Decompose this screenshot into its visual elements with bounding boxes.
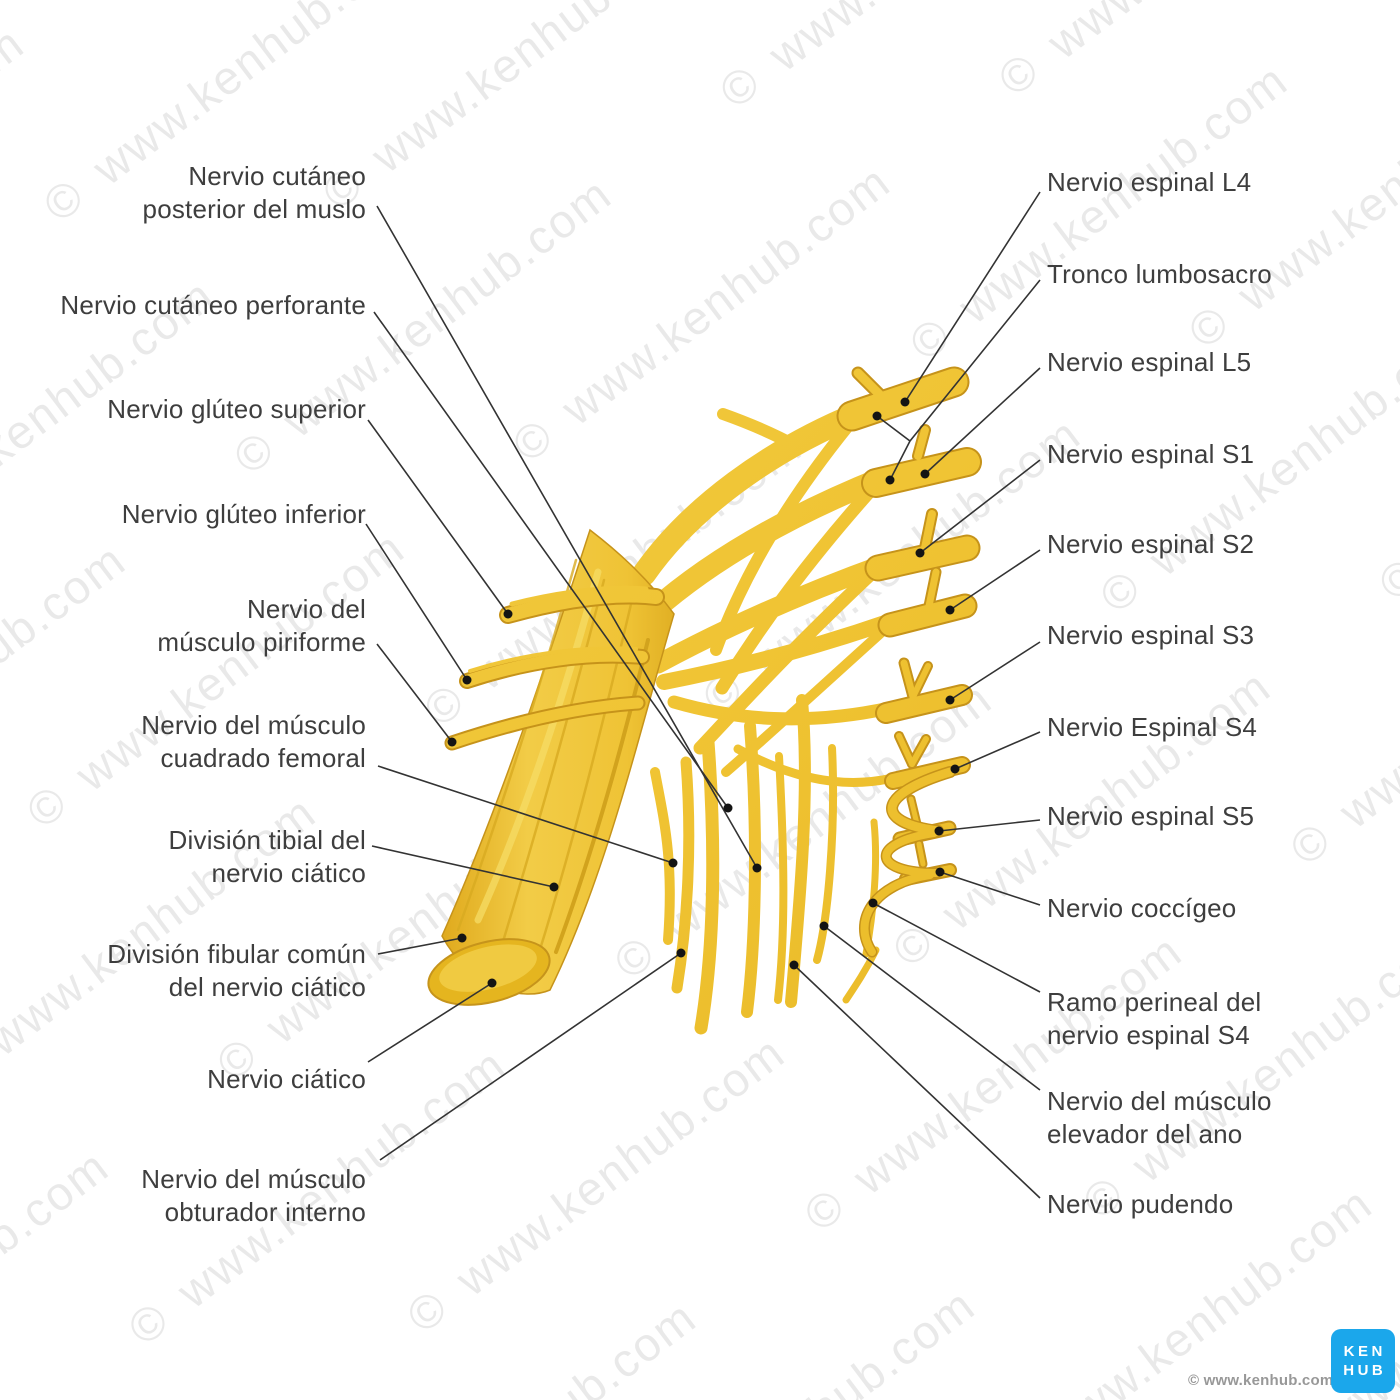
- label-elevador-ano: Nervio del músculo elevador del ano: [1047, 1086, 1272, 1149]
- leader-dots: [447, 397, 960, 988]
- leader-lines-group: [365, 191, 1041, 1199]
- copyright-text: © www.kenhub.com: [1188, 1372, 1334, 1389]
- nerve-root-s1: [866, 536, 979, 580]
- nerve-obturator-internus: [671, 756, 695, 994]
- label-cutaneo-posterior-muslo: Nervio cutáneo posterior del muslo: [142, 161, 366, 224]
- label-espinal-s3: Nervio espinal S3: [1047, 620, 1255, 650]
- sciatic-trunk: [441, 528, 675, 995]
- spinal-roots: [836, 366, 982, 958]
- label-espinal-s2: Nervio espinal S2: [1047, 529, 1255, 559]
- kenhub-logo-line1: KEN: [1343, 1343, 1386, 1360]
- label-espinal-l5: Nervio espinal L5: [1047, 347, 1252, 377]
- nerve-posterior-cutaneous: [741, 720, 762, 1018]
- label-espinal-l4: Nervio espinal L4: [1047, 167, 1252, 197]
- label-espinal-s5: Nervio espinal S5: [1047, 801, 1255, 831]
- label-musculo-piriforme: Nervio del músculo piriforme: [157, 594, 366, 657]
- kenhub-logo-line2: HUB: [1343, 1362, 1387, 1379]
- label-gluteo-inferior: Nervio glúteo inferior: [121, 499, 366, 529]
- left-stubs: [444, 585, 665, 751]
- label-obturador-interno: Nervio del músculo obturador interno: [141, 1164, 366, 1227]
- label-coccigeo: Nervio coccígeo: [1047, 893, 1237, 923]
- nerve-gluteus-superior: [501, 588, 663, 622]
- label-cuadrado-femoral: Nervio del músculo cuadrado femoral: [141, 710, 366, 773]
- label-cutaneo-perforante: Nervio cutáneo perforante: [60, 290, 366, 320]
- sciatic-cross-section: [427, 938, 551, 1006]
- nerve-quadratus-femoris: [650, 767, 675, 945]
- converging-bands: [632, 402, 902, 787]
- nerve-gluteus-inferior: [461, 649, 648, 687]
- nerve-piriformis: [446, 697, 644, 749]
- label-division-fibular: División fibular común del nervio ciátic…: [107, 939, 366, 1002]
- label-espinal-s1: Nervio espinal S1: [1047, 439, 1255, 469]
- kenhub-logo: KEN HUB: [1331, 1329, 1395, 1393]
- label-nervio-ciatico: Nervio ciático: [207, 1064, 366, 1094]
- label-ramo-perineal-s4: Ramo perineal del nervio espinal S4: [1047, 987, 1262, 1050]
- label-pudendo: Nervio pudendo: [1047, 1189, 1234, 1219]
- label-gluteo-superior: Nervio glúteo superior: [107, 394, 366, 424]
- nerve-coccygeal-descending: [842, 946, 880, 1004]
- label-espinal-s4: Nervio Espinal S4: [1047, 712, 1258, 742]
- label-division-tibial: División tibial del nervio ciático: [168, 825, 366, 888]
- nerve-pudendal: [785, 694, 811, 1008]
- label-tronco-lumbosacro: Tronco lumbosacro: [1047, 259, 1272, 289]
- nerves-group: [427, 366, 982, 1035]
